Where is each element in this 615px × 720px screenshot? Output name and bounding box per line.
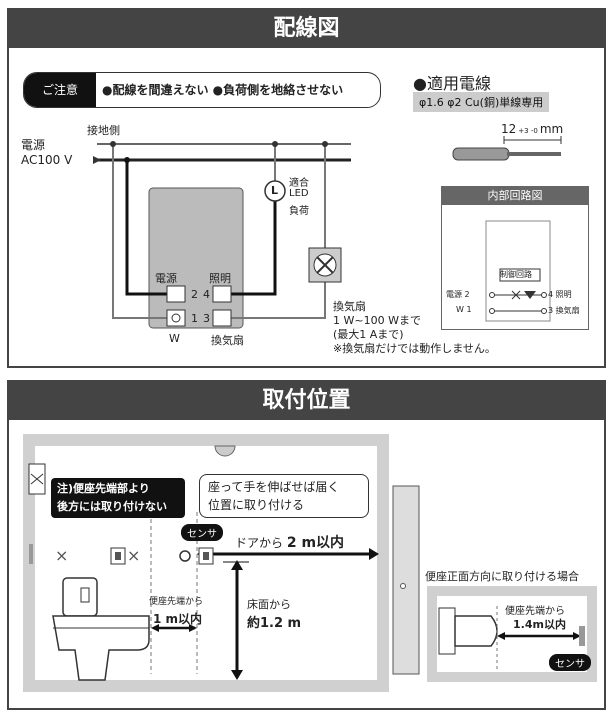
strip-tol: +3 -0 bbox=[518, 127, 538, 135]
x-mark-1: × bbox=[55, 546, 69, 565]
terminal-4: 4 bbox=[203, 288, 210, 301]
toilet-dist-value: 1 m以内 bbox=[153, 612, 203, 626]
door-prefix: ドアから bbox=[235, 536, 284, 550]
led-symbol: L bbox=[271, 184, 279, 197]
ac-label: AC100 V bbox=[21, 153, 73, 167]
x-mark-2: × bbox=[127, 546, 141, 565]
fan-label: 換気扇 bbox=[333, 300, 366, 313]
toilet-dist-label: 便座先端から bbox=[149, 597, 204, 607]
front-label: 便座先端から bbox=[505, 606, 565, 617]
power-label: 電源 bbox=[21, 138, 46, 152]
note-reach: 座って手を伸ばせば届く 位置に取り付ける bbox=[199, 474, 369, 518]
front-title: 便座正面方向に取り付ける場合 bbox=[425, 570, 579, 583]
strip-value: 12 bbox=[501, 122, 517, 136]
door-value: 2 m以内 bbox=[286, 535, 345, 551]
internal-left-top: 電源 2 bbox=[446, 290, 470, 299]
door-distance: ドアから 2 m以内 bbox=[235, 532, 344, 552]
front-details bbox=[438, 606, 585, 670]
caution-box: ご注意 ●配線を間違えない ●負荷側を地絡させない bbox=[23, 72, 381, 108]
switch-fan-label: 換気扇 bbox=[211, 334, 244, 347]
floor-value: 約1.2 m bbox=[247, 616, 302, 631]
position-panel: 取付位置 bbox=[7, 380, 606, 710]
terminal-3: 3 bbox=[203, 312, 210, 325]
internal-right-top: 4 照明 bbox=[548, 290, 572, 299]
wire-spec-title: ●適用電線 bbox=[413, 74, 491, 93]
front-value: 1.4m以内 bbox=[513, 618, 566, 631]
wire-spec: φ1.6 φ2 Cu(銅)単線専用 bbox=[413, 92, 550, 112]
internal-right-bot: 3 換気扇 bbox=[548, 306, 580, 315]
wire-illustration bbox=[452, 136, 562, 161]
caution-text: ●配線を間違えない ●負荷側を地絡させない bbox=[102, 83, 344, 97]
led-label-1: 適合 bbox=[289, 178, 309, 189]
wiring-lines bbox=[93, 141, 351, 329]
strip-unit: mm bbox=[539, 122, 564, 136]
note-black: 注)便座先端部より 後方には取り付けない bbox=[51, 478, 185, 518]
note-reach-line2: 位置に取り付ける bbox=[208, 498, 305, 512]
note-black-line1: 注)便座先端部より bbox=[57, 482, 150, 495]
led-label-3: 負荷 bbox=[289, 206, 309, 217]
position-title: 取付位置 bbox=[9, 382, 604, 420]
terminal-1: 1 bbox=[191, 312, 198, 325]
front-sensor-badge: センサ bbox=[549, 654, 591, 671]
internal-diagram bbox=[485, 220, 551, 322]
internal-left-bot: W 1 bbox=[456, 305, 472, 314]
ground-side-label: 接地側 bbox=[87, 124, 120, 137]
switch-power-label: 電源 bbox=[155, 272, 177, 285]
terminal-2: 2 bbox=[191, 288, 198, 301]
room-details bbox=[28, 445, 420, 681]
w-label: W bbox=[169, 332, 180, 345]
wiring-title: 配線図 bbox=[9, 10, 604, 48]
fan-max: (最大1 Aまで) bbox=[333, 328, 404, 341]
fan-note: ※換気扇だけでは動作しません。 bbox=[333, 342, 496, 355]
note-reach-line1: 座って手を伸ばせば届く bbox=[208, 480, 340, 494]
floor-label: 床面から bbox=[247, 598, 291, 611]
internal-circuit: 内部回路図 制御回路 電源 2 W 1 4 照明 3 換気扇 bbox=[441, 186, 589, 330]
switch-light-label: 照明 bbox=[209, 272, 231, 285]
sensor-badge: センサ bbox=[181, 524, 223, 541]
internal-title: 内部回路図 bbox=[442, 187, 588, 205]
wiring-panel: 配線図 ご注意 ●配線を間違えない ●負荷側を地絡させない ●適用電線 φ1.6… bbox=[7, 8, 606, 368]
internal-control: 制御回路 bbox=[500, 270, 532, 279]
fan-rating: 1 W~100 Wまで bbox=[333, 314, 421, 327]
led-label-2: LED bbox=[289, 188, 309, 199]
note-black-line2: 後方には取り付けない bbox=[57, 500, 167, 513]
caution-label: ご注意 bbox=[24, 73, 96, 107]
